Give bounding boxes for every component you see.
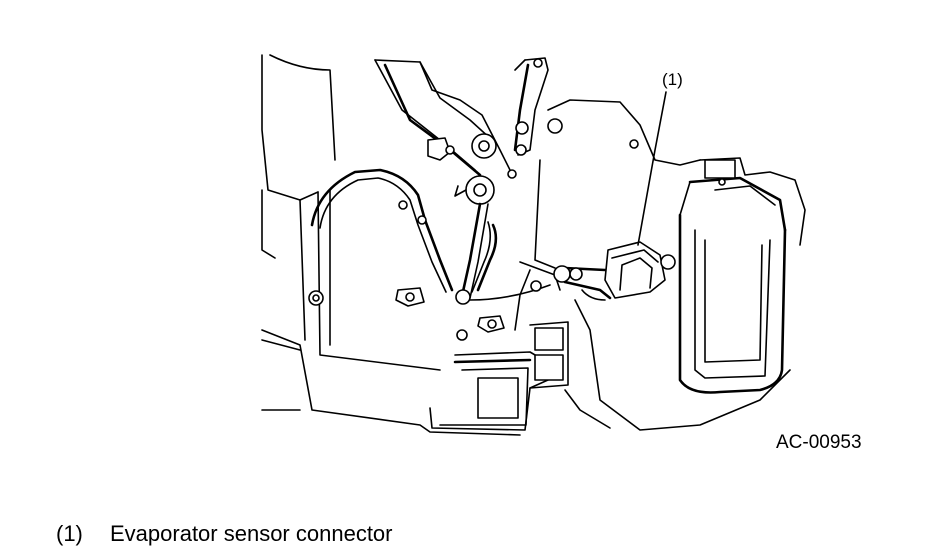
harness-clip-icon bbox=[398, 200, 408, 210]
legend: (1) Evaporator sensor connector bbox=[56, 521, 393, 547]
callout-label: (1) bbox=[662, 70, 683, 89]
lower-duct-housing bbox=[429, 321, 569, 431]
blower-duct-frame bbox=[678, 157, 806, 394]
legend-item-text: Evaporator sensor connector bbox=[110, 521, 393, 546]
link-rod-center bbox=[417, 175, 498, 305]
evaporator-case bbox=[534, 99, 791, 431]
door-arc-lower bbox=[308, 261, 561, 341]
link-lever-upper-right bbox=[513, 57, 563, 156]
wire-harness-left bbox=[310, 168, 454, 293]
heater-case-body bbox=[261, 54, 521, 436]
callout-leader-line bbox=[637, 91, 667, 246]
legend-item-number: (1) bbox=[56, 521, 83, 546]
mode-door-lever-upper bbox=[374, 59, 517, 179]
evaporator-sensor-connector bbox=[553, 241, 676, 301]
ac-unit-illustration bbox=[261, 54, 806, 436]
figure-id: AC-00953 bbox=[776, 432, 862, 453]
